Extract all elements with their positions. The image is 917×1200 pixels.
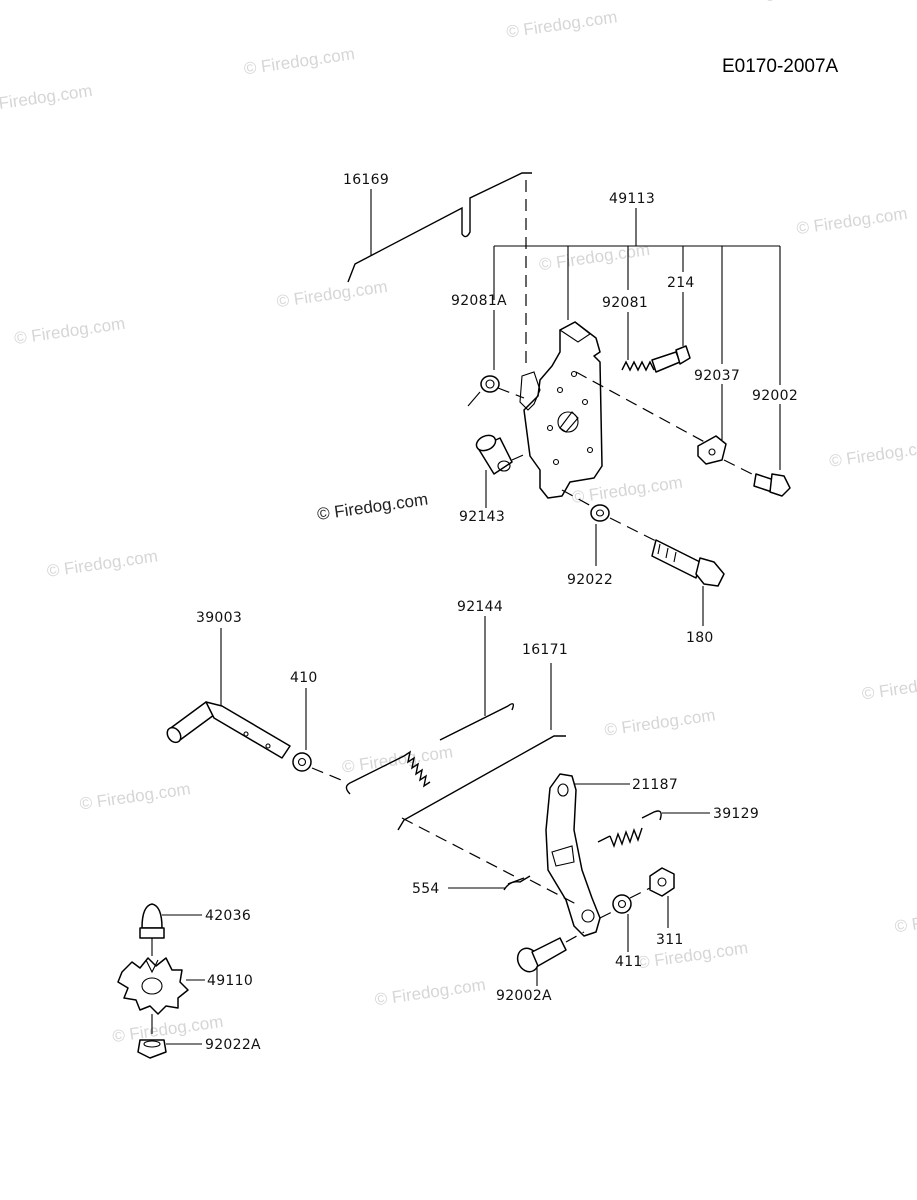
watermark: © Firedog.com [0, 81, 94, 115]
label-16169: 16169 [343, 172, 389, 188]
leader-49113 [493, 208, 781, 385]
part-21187-lever [545, 773, 601, 937]
label-42036: 42036 [205, 908, 251, 924]
label-92037: 92037 [694, 368, 740, 384]
part-control-plate [519, 321, 603, 499]
label-92081: 92081 [602, 295, 648, 311]
label-92022: 92022 [567, 572, 613, 588]
label-92022A: 92022A [205, 1037, 261, 1053]
label-92143: 92143 [459, 509, 505, 525]
label-39003: 39003 [196, 610, 242, 626]
part-92002-bolt [723, 459, 791, 497]
part-311-nut [649, 867, 675, 897]
watermark: © Firedog.com [13, 314, 126, 348]
label-92081A: 92081A [451, 293, 507, 309]
part-92002A-bolt [516, 931, 585, 973]
label-92002: 92002 [752, 388, 798, 404]
watermark: © Firedog.com [636, 938, 749, 972]
part-39129-spring [597, 810, 662, 849]
label-410: 410 [290, 670, 318, 686]
label-49110: 49110 [207, 973, 253, 989]
watermark: © Firedog.com [763, 0, 876, 5]
watermark: © Firedog.com [243, 44, 356, 78]
diagram-code: E0170-2007A [722, 56, 839, 77]
watermark: © Firedog.com [538, 240, 651, 274]
part-214-screw [651, 345, 691, 373]
watermark-dark: © Firedog.com [316, 490, 429, 524]
part-16169-rod [347, 172, 532, 370]
part-411-washer [612, 894, 632, 914]
part-42036-cap [139, 903, 165, 956]
part-92143-collar [475, 434, 531, 475]
watermark: © Firedog.com [828, 437, 917, 471]
part-92022-washer [590, 504, 610, 522]
watermark: © Firedog.com [78, 779, 191, 813]
watermark: © Firedog.com [374, 975, 487, 1009]
label-21187: 21187 [632, 777, 678, 793]
part-39003-shaft [166, 701, 291, 759]
label-311: 311 [656, 932, 684, 948]
part-180-bolt [651, 539, 725, 587]
label-554: 554 [412, 881, 440, 897]
label-49113: 49113 [609, 191, 655, 207]
part-92022A-nut [137, 1039, 167, 1059]
part-16171-rod [397, 735, 566, 877]
watermark: © Firedog.com [275, 277, 388, 311]
part-92037-clamp [697, 435, 727, 465]
part-92081-spring [621, 360, 655, 372]
label-214: 214 [667, 275, 695, 291]
part-410-washer [292, 752, 347, 783]
label-92144: 92144 [457, 599, 503, 615]
watermark: © Firedog.com [893, 902, 917, 936]
watermark: © Firedog.com [505, 7, 618, 41]
label-411: 411 [615, 954, 643, 970]
watermark: © Firedog.com [603, 705, 716, 739]
watermark: © Firedog.com [861, 669, 917, 703]
label-92002A: 92002A [496, 988, 552, 1004]
part-49110-gear [117, 957, 189, 1034]
part-92144-spring [345, 703, 515, 795]
label-39129: 39129 [713, 806, 759, 822]
label-16171: 16171 [522, 642, 568, 658]
watermark: © Firedog.com [46, 546, 159, 580]
part-92081A [467, 375, 525, 407]
label-180: 180 [686, 630, 714, 646]
watermark: © Firedog.com [795, 204, 908, 238]
